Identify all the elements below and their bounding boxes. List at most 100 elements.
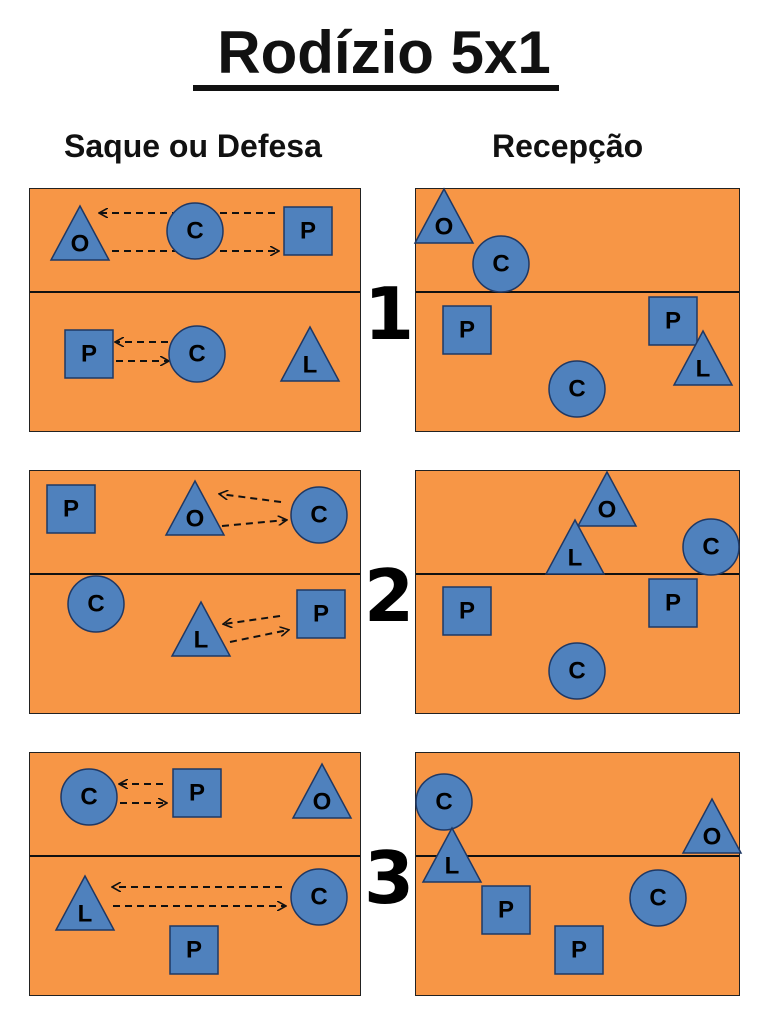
- player-oposto: O: [49, 204, 111, 261]
- player-label: C: [568, 658, 585, 685]
- player-label: C: [310, 884, 327, 911]
- triangle-shape: [49, 204, 111, 261]
- player-central: C: [60, 768, 118, 826]
- circle-shape: [290, 868, 348, 926]
- player-ponteiro: P: [296, 589, 346, 639]
- player-label: L: [194, 627, 209, 654]
- rotation-number-1: 1: [363, 272, 415, 356]
- triangle-shape: [279, 325, 341, 382]
- movement-arrow: [229, 630, 288, 643]
- page-title: Rodízio 5x1: [217, 19, 551, 86]
- player-ponteiro: P: [648, 296, 698, 346]
- circle-shape: [290, 486, 348, 544]
- circle-shape: [682, 518, 740, 576]
- player-oposto: O: [291, 762, 353, 819]
- player-label: L: [303, 352, 318, 379]
- player-oposto: O: [681, 797, 743, 854]
- player-central: C: [166, 202, 224, 260]
- movement-arrow: [221, 520, 286, 527]
- square-shape: [172, 768, 222, 818]
- player-ponteiro: P: [442, 305, 492, 355]
- player-ponteiro: P: [283, 206, 333, 256]
- player-label: O: [703, 824, 722, 851]
- player-ponteiro: P: [554, 925, 604, 975]
- player-label: C: [702, 534, 719, 561]
- player-ponteiro: P: [648, 578, 698, 628]
- player-label: P: [63, 496, 79, 523]
- player-label: O: [598, 497, 617, 524]
- player-label: P: [313, 601, 329, 628]
- player-central: C: [548, 360, 606, 418]
- circle-shape: [415, 773, 473, 831]
- player-central: C: [168, 325, 226, 383]
- square-shape: [283, 206, 333, 256]
- square-shape: [46, 484, 96, 534]
- player-label: P: [665, 308, 681, 335]
- rotation-number-3: 3: [363, 836, 415, 920]
- player-libero: L: [421, 826, 483, 883]
- player-label: L: [445, 853, 460, 880]
- square-shape: [296, 589, 346, 639]
- player-label: C: [186, 218, 203, 245]
- column-header-serve-defense: Saque ou Defesa: [64, 128, 322, 164]
- triangle-shape: [291, 762, 353, 819]
- player-label: P: [498, 897, 514, 924]
- player-label: C: [87, 591, 104, 618]
- player-oposto: O: [576, 470, 638, 527]
- player-label: P: [300, 218, 316, 245]
- circle-shape: [548, 642, 606, 700]
- net-line: [416, 855, 739, 857]
- square-shape: [554, 925, 604, 975]
- player-central: C: [290, 868, 348, 926]
- square-shape: [169, 925, 219, 975]
- circle-shape: [472, 235, 530, 293]
- player-oposto: O: [413, 187, 475, 244]
- triangle-shape: [170, 600, 232, 657]
- player-libero: L: [54, 874, 116, 931]
- player-label: P: [81, 341, 97, 368]
- square-shape: [648, 296, 698, 346]
- net-line: [30, 855, 360, 857]
- player-label: C: [188, 341, 205, 368]
- square-shape: [64, 329, 114, 379]
- player-label: L: [568, 545, 583, 572]
- player-ponteiro: P: [481, 885, 531, 935]
- circle-shape: [548, 360, 606, 418]
- player-label: C: [80, 784, 97, 811]
- player-label: C: [310, 502, 327, 529]
- player-libero: L: [544, 518, 606, 575]
- movement-arrow: [220, 494, 282, 503]
- circle-shape: [168, 325, 226, 383]
- triangle-shape: [576, 470, 638, 527]
- player-label: C: [649, 885, 666, 912]
- square-shape: [442, 586, 492, 636]
- net-line: [416, 291, 739, 293]
- player-label: P: [459, 317, 475, 344]
- player-ponteiro: P: [172, 768, 222, 818]
- player-label: O: [313, 789, 332, 816]
- player-oposto: O: [164, 479, 226, 536]
- triangle-shape: [421, 826, 483, 883]
- player-label: C: [568, 376, 585, 403]
- player-central: C: [682, 518, 740, 576]
- player-ponteiro: P: [442, 586, 492, 636]
- triangle-shape: [544, 518, 606, 575]
- player-ponteiro: P: [169, 925, 219, 975]
- player-central: C: [472, 235, 530, 293]
- circle-shape: [60, 768, 118, 826]
- square-shape: [442, 305, 492, 355]
- circle-shape: [629, 869, 687, 927]
- triangle-shape: [413, 187, 475, 244]
- player-ponteiro: P: [46, 484, 96, 534]
- player-label: P: [189, 780, 205, 807]
- player-label: C: [435, 789, 452, 816]
- player-label: C: [492, 251, 509, 278]
- player-label: P: [459, 598, 475, 625]
- player-label: O: [435, 214, 454, 241]
- player-label: P: [665, 590, 681, 617]
- player-central: C: [67, 575, 125, 633]
- triangle-shape: [681, 797, 743, 854]
- circle-shape: [166, 202, 224, 260]
